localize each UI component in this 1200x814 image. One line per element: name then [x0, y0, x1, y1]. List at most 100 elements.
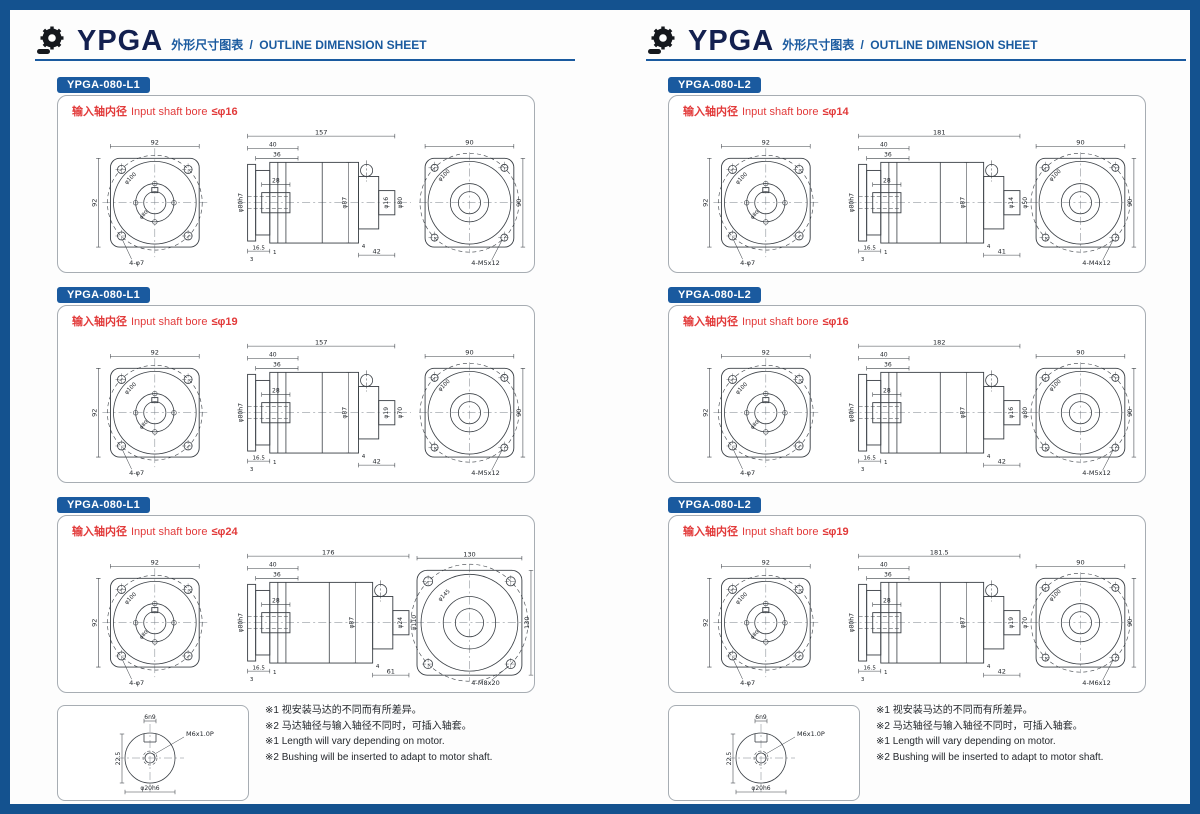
svg-text:92: 92 — [701, 619, 709, 627]
svg-text:φ80: φ80 — [749, 210, 760, 221]
svg-text:φ80: φ80 — [138, 420, 149, 431]
footnote-line: ※2 Bushing will be inserted to adapt to … — [265, 751, 493, 763]
svg-text:φ100: φ100 — [1048, 168, 1063, 183]
outline-drawing: 92924-φ7φ100φ80157403628φ80h716.513424φ8… — [90, 128, 526, 267]
footnotes: ※1 视安装马达的不同而有所差异。 ※2 马达轴径与输入轴径不同时，可插入轴套。… — [265, 703, 492, 765]
svg-text:90: 90 — [465, 348, 473, 356]
svg-text:6n9: 6n9 — [144, 714, 156, 721]
outline-drawing: 92924-φ7φ100φ80181403628φ80h716.513414φ8… — [701, 128, 1137, 267]
sheet-subtitle: 外形尺寸图表 / OUTLINE DIMENSION SHEET — [782, 36, 1040, 56]
svg-text:42: 42 — [998, 667, 1006, 675]
svg-text:92: 92 — [701, 199, 709, 207]
svg-text:1: 1 — [884, 670, 888, 676]
svg-text:28: 28 — [883, 388, 891, 395]
svg-text:4-M5x12: 4-M5x12 — [471, 469, 500, 477]
svg-text:157: 157 — [315, 128, 328, 136]
subtitle-en: OUTLINE DIMENSION SHEET — [259, 38, 427, 52]
svg-text:41: 41 — [998, 247, 1006, 255]
svg-text:4: 4 — [987, 244, 991, 250]
svg-text:90: 90 — [1126, 199, 1134, 207]
outline-drawing: 92924-φ7φ100φ80157403628φ80h716.513424φ8… — [90, 338, 526, 477]
bore-note-cn: 输入轴内径 — [683, 316, 738, 328]
svg-text:16.5: 16.5 — [253, 245, 266, 251]
svg-text:16.5: 16.5 — [864, 245, 877, 251]
svg-text:M6x1.0P: M6x1.0P — [797, 730, 825, 738]
svg-text:1: 1 — [273, 670, 277, 676]
svg-text:3: 3 — [861, 467, 865, 473]
svg-text:36: 36 — [884, 152, 892, 159]
svg-text:4-M6x12: 4-M6x12 — [1082, 679, 1111, 687]
svg-text:40: 40 — [269, 351, 277, 358]
svg-text:φ24: φ24 — [397, 617, 404, 629]
svg-text:90: 90 — [1076, 348, 1084, 356]
svg-text:φ87: φ87 — [959, 197, 966, 209]
bore-note-en: Input shaft bore — [742, 106, 819, 118]
svg-text:36: 36 — [273, 152, 281, 159]
bore-note-limit: ≤φ14 — [822, 106, 849, 118]
svg-text:φ80: φ80 — [749, 420, 760, 431]
svg-text:28: 28 — [272, 178, 280, 185]
svg-text:40: 40 — [880, 561, 888, 568]
svg-text:1: 1 — [273, 250, 277, 256]
svg-text:φ80: φ80 — [138, 630, 149, 641]
svg-text:φ19: φ19 — [1008, 617, 1015, 629]
right-column: YPGA 外形尺寸图表 / OUTLINE DIMENSION SHEET YP… — [646, 18, 1186, 801]
model-tag: YPGA-080-L2 — [668, 77, 761, 93]
svg-text:16.5: 16.5 — [253, 455, 266, 461]
svg-text:φ70: φ70 — [397, 407, 404, 419]
svg-text:4-M5x12: 4-M5x12 — [471, 259, 500, 267]
outline-drawing: 92924-φ7φ100φ80182403628φ80h716.513424φ8… — [701, 338, 1137, 477]
bore-note-en: Input shaft bore — [742, 526, 819, 538]
bore-note-limit: ≤φ16 — [822, 316, 849, 328]
footnote-line: ※1 视安装马达的不同而有所差异。 — [265, 705, 422, 716]
svg-text:φ80h7: φ80h7 — [849, 193, 856, 213]
svg-text:4-φ7: 4-φ7 — [740, 469, 755, 477]
svg-text:182: 182 — [933, 338, 946, 346]
svg-text:3: 3 — [250, 677, 254, 683]
svg-text:φ87: φ87 — [959, 617, 966, 629]
svg-text:40: 40 — [269, 141, 277, 148]
outline-drawing: 92924-φ7φ100φ80176403628φ80h716.513614φ8… — [90, 548, 534, 687]
svg-text:16.5: 16.5 — [864, 665, 877, 671]
svg-text:3: 3 — [250, 467, 254, 473]
model-tag: YPGA-080-L1 — [57, 287, 150, 303]
svg-text:28: 28 — [883, 598, 891, 605]
sheet-header: YPGA 外形尺寸图表 / OUTLINE DIMENSION SHEET — [646, 18, 1186, 61]
svg-text:φ16: φ16 — [1008, 407, 1015, 419]
svg-text:157: 157 — [315, 338, 328, 346]
svg-text:φ87: φ87 — [348, 617, 355, 629]
bore-note-en: Input shaft bore — [131, 106, 208, 118]
subtitle-separator: / — [249, 38, 253, 52]
gear-logo-icon — [35, 24, 69, 56]
footnote-line: ※1 Length will vary depending on motor. — [876, 736, 1056, 747]
svg-text:90: 90 — [515, 409, 523, 417]
svg-text:φ100: φ100 — [437, 168, 452, 183]
svg-text:φ80h7: φ80h7 — [849, 613, 856, 633]
subtitle-cn: 外形尺寸图表 — [782, 38, 855, 52]
svg-text:92: 92 — [151, 348, 159, 356]
footnote-line: ※2 Bushing will be inserted to adapt to … — [876, 751, 1104, 763]
svg-text:4: 4 — [987, 664, 991, 670]
svg-text:φ80h7: φ80h7 — [238, 613, 245, 633]
svg-text:92: 92 — [90, 199, 98, 207]
svg-text:181.5: 181.5 — [930, 548, 949, 556]
svg-text:92: 92 — [701, 409, 709, 417]
svg-text:φ80h7: φ80h7 — [238, 403, 245, 423]
svg-text:φ16: φ16 — [383, 197, 390, 209]
brand-logo: YPGA — [77, 25, 164, 57]
svg-text:36: 36 — [273, 572, 281, 579]
bore-note-cn: 输入轴内径 — [72, 526, 127, 538]
subtitle-cn: 外形尺寸图表 — [171, 38, 244, 52]
svg-text:16.5: 16.5 — [253, 665, 266, 671]
svg-text:22.5: 22.5 — [115, 752, 122, 766]
svg-text:61: 61 — [387, 667, 395, 675]
svg-text:90: 90 — [1126, 619, 1134, 627]
svg-text:90: 90 — [465, 138, 473, 146]
svg-text:3: 3 — [861, 677, 865, 683]
